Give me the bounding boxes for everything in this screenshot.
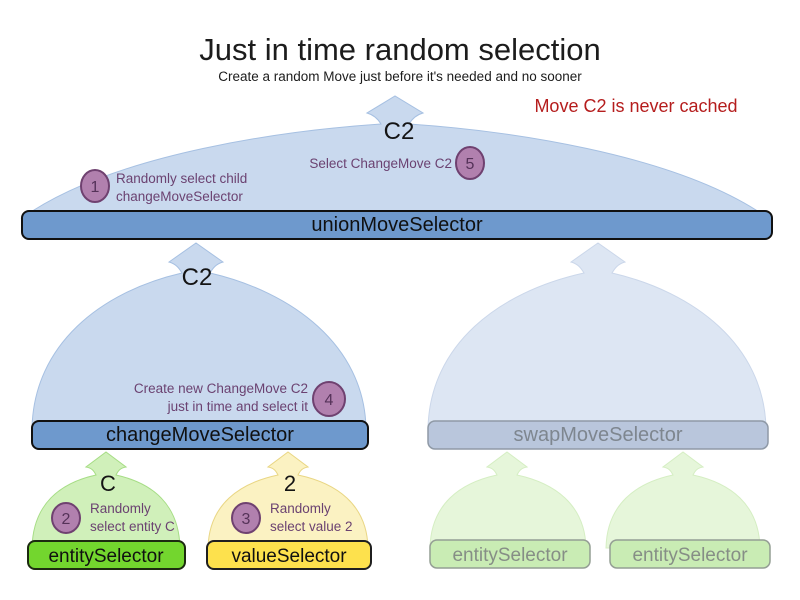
change-output-arrow-shape — [31, 242, 367, 429]
entity-output-label: C — [100, 471, 116, 496]
step1-badge-circle — [80, 169, 110, 203]
step4-badge: 4 — [312, 381, 346, 417]
union-move-selector-bar — [21, 210, 773, 240]
value-selector-bar — [206, 540, 372, 570]
swap-move-selector-bar — [427, 420, 769, 450]
value-output-label: 2 — [284, 471, 296, 496]
step5-badge-circle — [455, 146, 485, 180]
step3-annotation-line1: Randomly — [270, 501, 331, 516]
faded-entity1-arrow-shape — [429, 451, 587, 549]
step3-badge: 3 — [231, 502, 261, 534]
step2-badge-circle — [51, 502, 81, 534]
step4-annotation-line1: Create new ChangeMove C2 — [134, 381, 308, 396]
step1-annotation-line1: Randomly select child — [116, 171, 247, 186]
change-output-label: C2 — [182, 264, 213, 291]
faded-entity-selector-label-2: entitySelector — [632, 545, 748, 566]
step5-annotation: Select ChangeMove C2 — [309, 156, 452, 171]
step3-annotation-line2: select value 2 — [270, 519, 353, 534]
union-output-arrow-shape — [20, 95, 770, 219]
step1-annotation-line2: changeMoveSelector — [116, 189, 243, 204]
note-never-cached: Move C2 is never cached — [534, 96, 737, 116]
faded-entity-selector-bar-2 — [609, 539, 771, 569]
step4-badge-number: 4 — [325, 392, 334, 409]
page-subtitle: Create a random Move just before it's ne… — [218, 69, 582, 84]
swap-output-arrow-shape — [427, 242, 767, 429]
change-move-selector-bar — [31, 420, 369, 450]
step5-badge: 5 — [455, 146, 485, 180]
step1-badge: 1 — [80, 169, 110, 203]
step3-badge-circle — [231, 502, 261, 534]
step4-annotation-line2: just in time and select it — [167, 399, 309, 414]
step2-annotation-line2: select entity C — [90, 519, 175, 534]
change-move-selector-label: changeMoveSelector — [106, 424, 294, 446]
step5-badge-number: 5 — [466, 156, 475, 173]
step2-badge: 2 — [51, 502, 81, 534]
union-move-selector-label: unionMoveSelector — [311, 214, 483, 236]
page-title: Just in time random selection — [199, 32, 600, 67]
faded-entity2-arrow-shape — [605, 451, 761, 549]
step2-badge-number: 2 — [62, 511, 71, 528]
step2-annotation-line1: Randomly — [90, 501, 151, 516]
union-output-label: C2 — [384, 118, 415, 145]
step1-badge-number: 1 — [91, 179, 100, 196]
entity-selector-label: entitySelector — [48, 546, 164, 567]
step4-badge-circle — [312, 381, 346, 417]
entity-selector-bar — [27, 540, 186, 570]
value-selector-label: valueSelector — [231, 546, 347, 567]
step3-badge-number: 3 — [242, 511, 251, 528]
faded-entity-selector-bar-1 — [429, 539, 591, 569]
swap-move-selector-label: swapMoveSelector — [514, 424, 683, 446]
faded-entity-selector-label-1: entitySelector — [452, 545, 568, 566]
